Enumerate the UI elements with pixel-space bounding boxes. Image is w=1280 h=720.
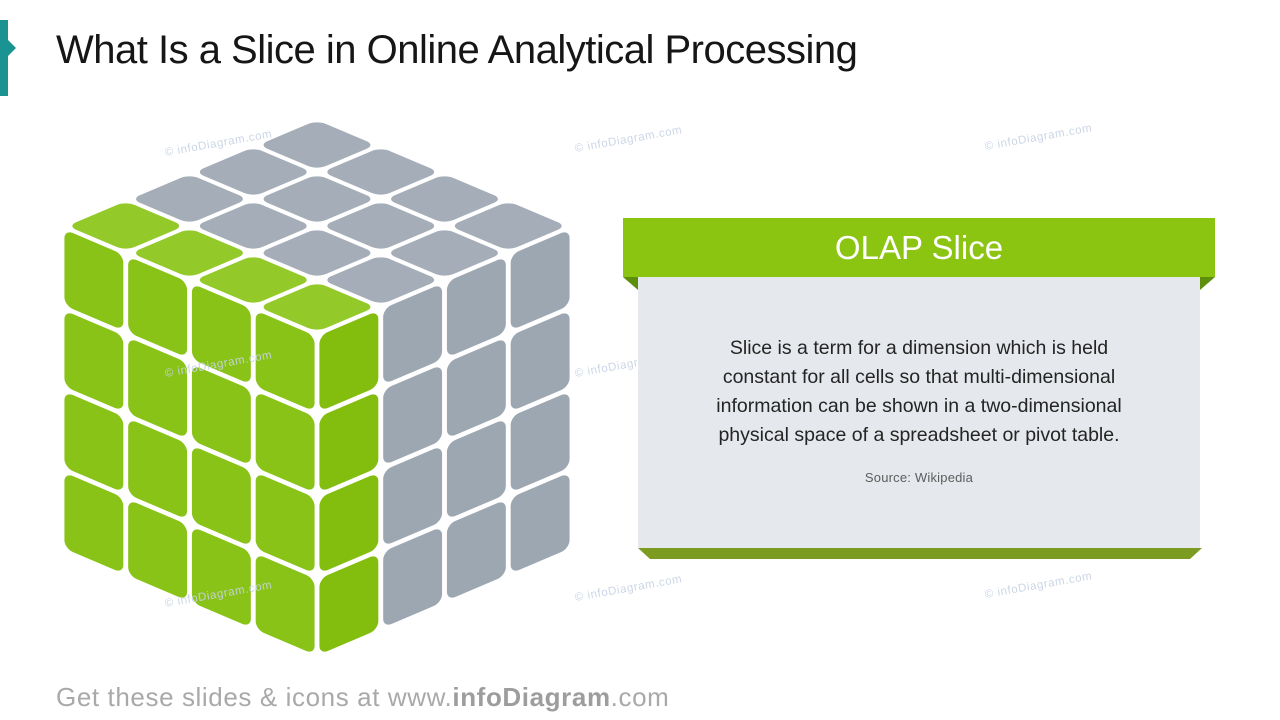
- cube-cell: [327, 257, 435, 303]
- watermark: © infoDiagram.com: [163, 349, 274, 380]
- ribbon-fold-right: [1200, 277, 1215, 290]
- panel-body-line: physical space of a spreadsheet or pivot…: [718, 424, 1120, 446]
- footer-text-suffix: .com: [610, 682, 670, 712]
- cube-cell: [319, 475, 379, 571]
- footer-note: Get these slides & icons at www.infoDiag…: [56, 682, 669, 713]
- cube-cell: [191, 529, 251, 625]
- watermark: © infoDiagram.com: [163, 579, 274, 610]
- cube-cell: [64, 232, 124, 328]
- cube-cell: [72, 203, 180, 249]
- cube-cell: [199, 203, 307, 249]
- cube-cell: [263, 284, 371, 330]
- ribbon-fold-left: [623, 277, 638, 290]
- cube-cell: [136, 230, 243, 276]
- cube-cell: [64, 394, 124, 490]
- cube-cell: [454, 203, 562, 249]
- cube-cell: [391, 176, 498, 222]
- panel-source: Source: Wikipedia: [864, 470, 974, 485]
- cube-cell: [383, 529, 443, 625]
- cube-cell: [319, 313, 379, 409]
- cube-cell: [319, 556, 379, 652]
- cube-cell: [510, 475, 570, 571]
- panel-body: Slice is a term for a dimension which is…: [638, 277, 1200, 548]
- cube-cell: [255, 475, 315, 571]
- panel-header-title: OLAP Slice: [834, 229, 1004, 266]
- cube-cell: [446, 502, 506, 598]
- footer-brand: infoDiagram: [452, 682, 611, 712]
- cube-cell: [191, 367, 251, 463]
- cube-cell: [136, 176, 243, 222]
- cube-cell: [128, 340, 188, 436]
- cube-cell: [510, 394, 570, 490]
- cube-cell: [446, 421, 506, 517]
- cube-cell: [263, 176, 371, 222]
- footer-text-prefix: Get these slides & icons at www.: [56, 682, 453, 712]
- accent-bookmark-arrow: [8, 40, 16, 56]
- cube-cell: [383, 367, 443, 463]
- watermark: © infoDiagram.com: [573, 573, 684, 604]
- panel-body-line: information can be shown in a two-dimens…: [716, 395, 1122, 417]
- cube-cell: [128, 421, 188, 517]
- cube-cell: [510, 313, 570, 409]
- cube-cell: [255, 556, 315, 652]
- cube-cell: [199, 149, 307, 195]
- cube-cell: [263, 230, 371, 276]
- cube-cell: [64, 313, 124, 409]
- accent-bookmark: [0, 20, 8, 96]
- panel-body-line: Slice is a term for a dimension which is…: [729, 337, 1109, 359]
- page-title: What Is a Slice in Online Analytical Pro…: [56, 28, 858, 72]
- cube-cell: [64, 475, 124, 571]
- watermark: © infoDiagram.com: [983, 570, 1094, 601]
- cube-cell: [191, 448, 251, 544]
- cube-cell: [327, 203, 435, 249]
- panel-header-ribbon: OLAP Slice: [623, 218, 1215, 277]
- cube-cell: [263, 122, 371, 168]
- watermark: © infoDiagram.com: [573, 124, 684, 155]
- cube-cell: [383, 286, 443, 382]
- watermark: © infoDiagram.com: [983, 122, 1094, 153]
- panel-body-line: constant for all cells so that multi-dim…: [722, 366, 1116, 388]
- cube-cell: [319, 394, 379, 490]
- cube-cell: [391, 230, 498, 276]
- cube-cell: [446, 259, 506, 355]
- cube-cell: [383, 448, 443, 544]
- cube-cell: [255, 394, 315, 490]
- cube-cell: [446, 340, 506, 436]
- panel-underline-strip: [638, 548, 1202, 559]
- cube-cell: [128, 259, 188, 355]
- cube-cell: [327, 149, 435, 195]
- cube-cell: [199, 257, 307, 303]
- cube-cell: [128, 502, 188, 598]
- watermark: © infoDiagram.com: [163, 128, 274, 159]
- cube-cell: [510, 232, 570, 328]
